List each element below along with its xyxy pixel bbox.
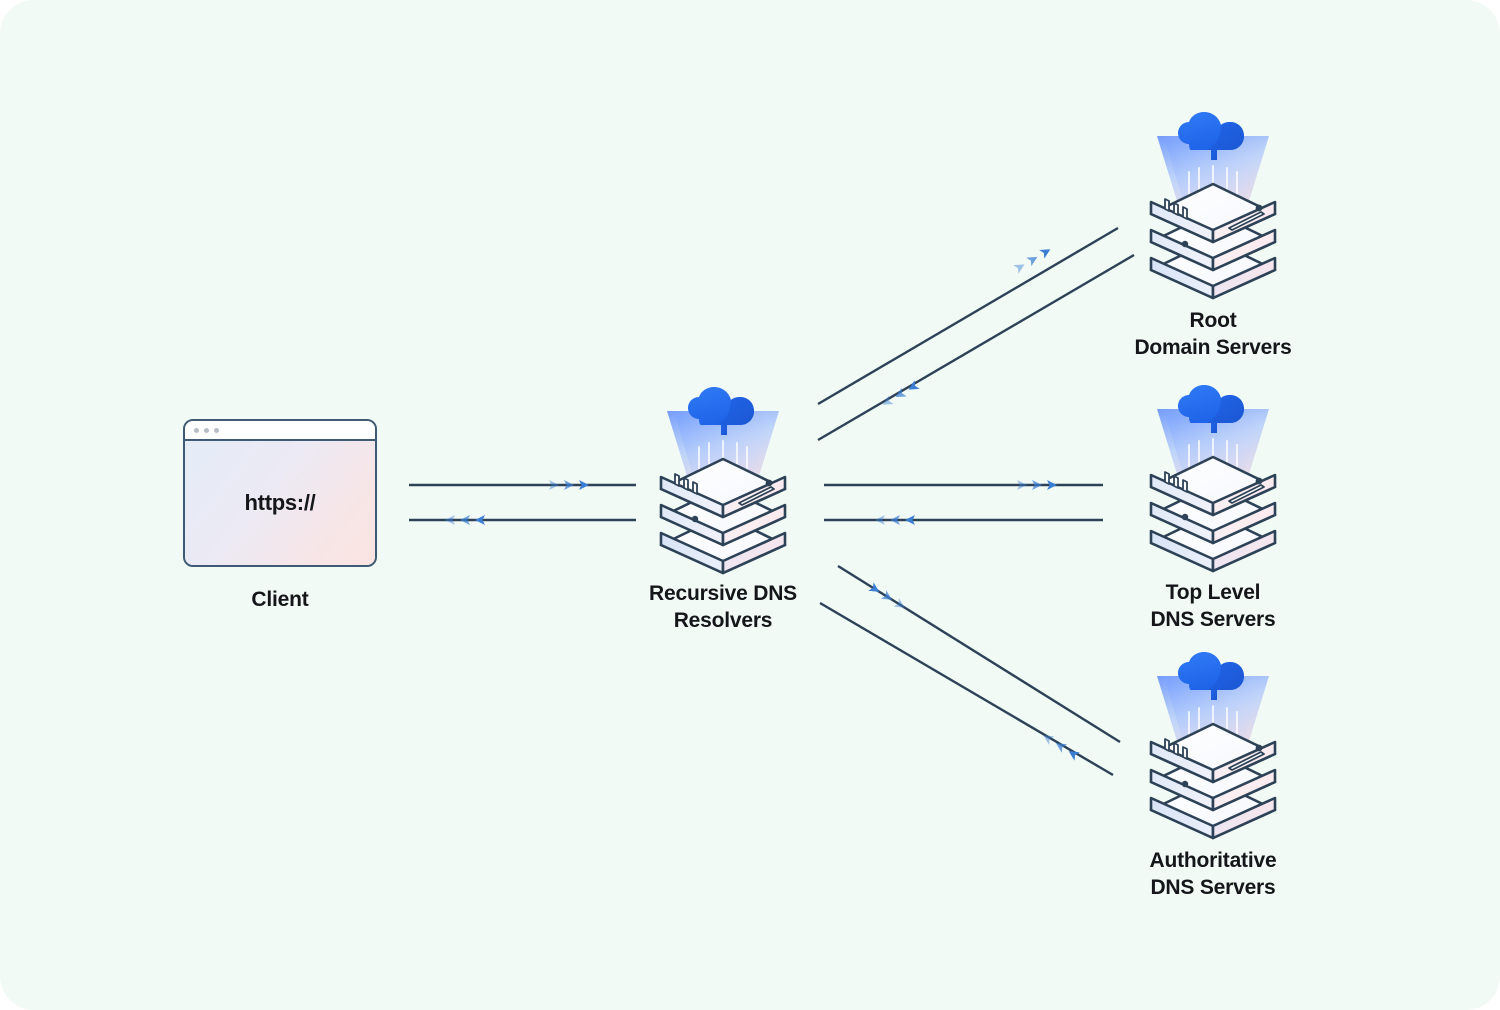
browser-dot-close (194, 427, 199, 433)
browser-dot-maximize (214, 427, 219, 433)
client-browser-window[interactable]: https:// (183, 419, 377, 567)
browser-url-text: https:// (244, 490, 316, 515)
label-client: Client (251, 588, 309, 611)
label-top-level-dns-servers: Top Level DNS Servers (1150, 581, 1276, 631)
browser-title-bar (185, 421, 375, 441)
label-recursive-dns-resolvers: Recursive DNS Resolvers (649, 582, 797, 632)
label-root-domain-servers: Root Domain Servers (1134, 309, 1292, 359)
browser-dot-minimize (204, 427, 209, 433)
browser-content-area: https:// (185, 441, 375, 565)
label-authoritative-dns-servers: Authoritative DNS Servers (1149, 849, 1277, 899)
